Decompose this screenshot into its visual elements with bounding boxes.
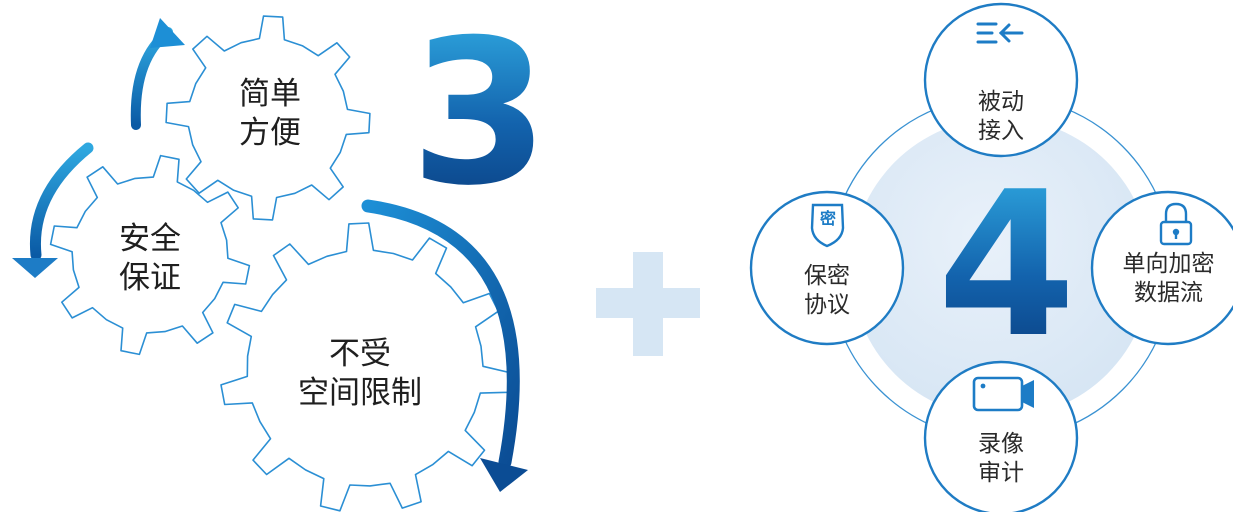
node-one-way-encryption	[1090, 190, 1233, 346]
node-label-video-audit: 录像 审计	[978, 431, 1024, 486]
node-video-audit	[923, 360, 1079, 512]
gear-label-security: 安全 保证	[119, 221, 181, 296]
node-label-passive-access: 被动 接入	[978, 89, 1024, 144]
center-disc	[851, 118, 1151, 418]
node-secret-protocol	[749, 190, 905, 346]
gear-no-space-limit	[220, 222, 511, 512]
gear-label-simple: 简单 方便	[239, 76, 301, 151]
node-label-one-way-encryption: 单向加密 数据流	[1122, 251, 1215, 306]
number-three: 3	[410, 0, 550, 230]
arrow-top-head	[150, 18, 185, 48]
node-label-secret-protocol: 保密 协议	[804, 263, 850, 318]
arrow-right-head	[480, 458, 528, 492]
lock-icon	[1159, 202, 1193, 246]
arrow-left-head	[12, 258, 58, 278]
video-camera-icon	[972, 376, 1034, 412]
arrow-right	[361, 199, 520, 469]
gear-security	[49, 154, 251, 356]
secret-shield-icon-text: 密	[819, 209, 836, 228]
node-passive-access	[923, 2, 1079, 158]
number-four: 4	[937, 149, 1077, 382]
arrow-left	[29, 142, 94, 261]
passive-access-icon	[976, 22, 1024, 44]
plus-sign	[596, 252, 700, 356]
gear-simple	[165, 15, 371, 221]
gear-label-no-space-limit: 不受 空间限制	[298, 336, 422, 411]
secret-shield-icon	[810, 203, 845, 248]
